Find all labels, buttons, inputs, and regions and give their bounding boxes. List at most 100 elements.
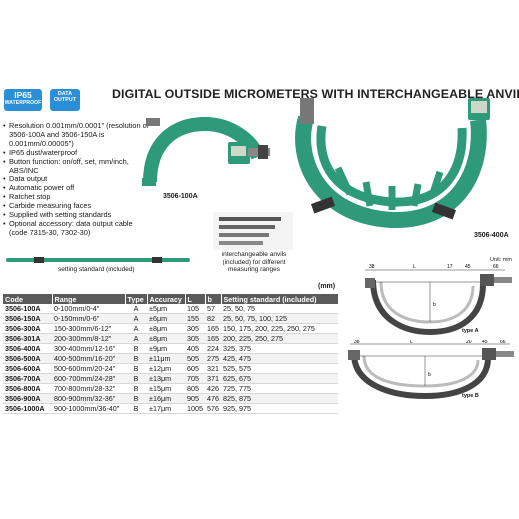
header-b: b	[205, 294, 222, 304]
cell-accuracy: ±16μm	[147, 393, 185, 404]
dim-a-L: L	[413, 264, 416, 270]
cell-b: 275	[205, 353, 221, 364]
setting-standard-label: setting standard (included)	[58, 266, 135, 273]
cell-setting-standard: 525, 575	[221, 363, 338, 374]
cell-L: 305	[185, 323, 205, 334]
cell-type: B	[125, 393, 147, 404]
data-badge-text: DATA	[57, 91, 73, 97]
cell-L: 505	[185, 353, 205, 364]
ip65-badge-text: IP65	[14, 90, 32, 100]
cell-range: 0-100mm/0-4"	[52, 304, 125, 314]
header-L: L	[185, 294, 206, 304]
cell-range: 300-400mm/12-16"	[52, 343, 125, 354]
feature-item: IP65 dust/waterproof	[3, 148, 153, 158]
cell-L: 805	[185, 383, 205, 394]
cell-b: 426	[205, 383, 221, 394]
dim-a-66: 66	[493, 264, 499, 270]
cell-code: 3506-301A	[3, 333, 52, 344]
cell-L: 705	[185, 373, 205, 384]
cell-b: 57	[205, 304, 221, 314]
dim-a-b: b	[433, 302, 436, 308]
cell-L: 305	[185, 333, 205, 344]
feature-item: Carbide measuring faces	[3, 201, 153, 211]
cell-b: 165	[205, 323, 221, 334]
cell-b: 476	[205, 393, 221, 404]
cell-setting-standard: 925, 975	[221, 403, 338, 414]
cell-type: A	[125, 323, 147, 334]
cell-setting-standard: 200, 225, 250, 275	[221, 333, 338, 344]
data-output-badge: DATA OUTPUT	[50, 89, 80, 111]
cell-b: 224	[205, 343, 221, 354]
type-a-label: type A	[462, 328, 479, 334]
cell-accuracy: ±5μm	[147, 304, 185, 314]
waterproof-badge-text: WATERPROOF	[4, 99, 42, 106]
feature-item: Resolution 0.001mm/0.0001" (resolution o…	[3, 121, 153, 149]
cell-accuracy: ±15μm	[147, 383, 185, 394]
unit-label: (mm)	[318, 283, 336, 290]
header-setting-standard: Setting standard (included)	[221, 294, 339, 304]
cell-L: 1005	[185, 403, 205, 414]
cell-type: B	[125, 383, 147, 394]
cell-setting-standard: 725, 775	[221, 383, 338, 394]
model-label-small: 3506-100A	[163, 193, 198, 200]
cell-code: 3506-500A	[3, 353, 52, 364]
cell-code: 3506-900A	[3, 393, 52, 404]
cell-L: 905	[185, 393, 205, 404]
cell-accuracy: ±9μm	[147, 343, 185, 354]
cell-type: A	[125, 304, 147, 314]
cell-b: 321	[205, 363, 221, 374]
cell-range: 400-500mm/16-20"	[52, 353, 125, 364]
cell-setting-standard: 625, 675	[221, 373, 338, 384]
dim-b-L: L	[410, 340, 413, 345]
cell-code: 3506-800A	[3, 383, 52, 394]
feature-item: Data output	[3, 175, 153, 185]
cell-range: 500-600mm/20-24"	[52, 363, 125, 374]
cell-type: B	[125, 403, 147, 414]
cell-b: 82	[205, 313, 221, 324]
cell-range: 600-700mm/24-28"	[52, 373, 125, 384]
feature-list: Resolution 0.001mm/0.0001" (resolution o…	[3, 121, 153, 238]
anvils-illustration	[213, 212, 293, 250]
cell-type: B	[125, 353, 147, 364]
cell-b: 576	[205, 403, 221, 414]
cell-accuracy: ±13μm	[147, 373, 185, 384]
cell-accuracy: ±12μm	[147, 363, 185, 374]
cell-accuracy: ±11μm	[147, 353, 185, 364]
dim-b-20: 20	[466, 340, 472, 345]
cell-setting-standard: 325, 375	[221, 343, 338, 354]
cell-b: 371	[205, 373, 221, 384]
spec-table: Code Range Type Accuracy L b Setting sta…	[3, 294, 339, 414]
cell-range: 800-900mm/32-36"	[52, 393, 125, 404]
cell-code: 3506-600A	[3, 363, 52, 374]
header-code: Code	[3, 294, 53, 304]
cell-accuracy: ±8μm	[147, 323, 185, 334]
dim-a-45: 45	[465, 264, 471, 270]
anvils-label: interchangeable anvils (included) for di…	[221, 251, 287, 273]
feature-item: Button function: on/off, set, mm/inch, A…	[3, 157, 153, 176]
cell-accuracy: ±8μm	[147, 333, 185, 344]
type-a-drawing: 38 L 17 45 66 b	[365, 264, 512, 336]
dim-b-38: 38	[354, 340, 360, 345]
cell-range: 150-300mm/6-12"	[52, 323, 125, 334]
cell-setting-standard: 425, 475	[221, 353, 338, 364]
micrometer-large-illustration	[295, 98, 490, 229]
page-title: DIGITAL OUTSIDE MICROMETERS WITH INTERCH…	[112, 87, 519, 101]
cell-setting-standard: 150, 175, 200, 225, 250, 275	[221, 323, 338, 334]
cell-setting-standard: 25, 50, 75	[221, 304, 338, 314]
dim-b-45: 45	[482, 340, 488, 345]
cell-range: 900-1000mm/36-40"	[52, 403, 125, 414]
cell-L: 105	[185, 304, 205, 314]
cell-accuracy: ±17μm	[147, 403, 185, 414]
header-range: Range	[52, 294, 126, 304]
dim-b-b: b	[428, 372, 431, 378]
setting-standard-illustration	[6, 257, 190, 263]
table-header-row: Code Range Type Accuracy L b Setting sta…	[3, 294, 339, 304]
feature-item: Ratchet stop	[3, 192, 153, 202]
cell-code: 3506-1000A	[3, 403, 52, 414]
